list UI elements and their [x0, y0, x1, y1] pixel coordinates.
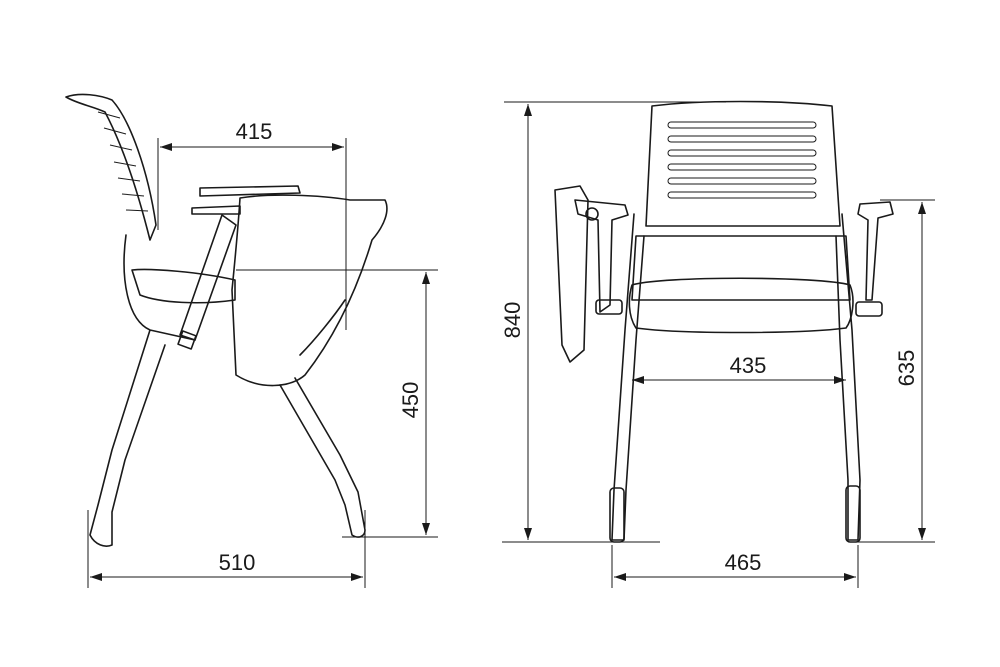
side-front-leg	[179, 214, 237, 341]
side-front-foot	[279, 377, 366, 538]
front-right-armrest	[857, 201, 894, 301]
side-desk-tablet	[231, 194, 388, 387]
dim-side-seat-height: 450	[398, 382, 423, 419]
dim-side-seat-to-desk: 415	[236, 119, 273, 144]
front-right-leg	[835, 213, 861, 541]
front-desk-hinge	[585, 207, 599, 221]
dim-side-depth: 510	[219, 550, 256, 575]
dim-front-armrest-height: 635	[894, 350, 919, 387]
front-backrest	[645, 100, 841, 227]
side-joint	[177, 330, 197, 350]
dim-front-seat-width: 435	[730, 353, 767, 378]
front-backrest-slats	[667, 121, 817, 199]
side-armrest	[191, 185, 301, 215]
side-backrest-slats	[97, 111, 149, 212]
front-right-bracket	[855, 301, 883, 317]
side-view: 415 450 510	[65, 93, 438, 588]
front-seat	[631, 235, 851, 301]
front-left-leg	[611, 213, 645, 541]
front-desk-bracket	[574, 199, 629, 313]
side-seat	[131, 268, 236, 304]
front-seat-cushion	[628, 277, 854, 334]
front-view: 840 435 635 465	[500, 100, 935, 588]
front-folded-desk	[554, 185, 589, 363]
side-desk-edge	[299, 299, 346, 356]
front-left-bracket	[595, 299, 623, 315]
dim-front-total-height: 840	[500, 302, 525, 339]
side-rear-leg	[89, 234, 196, 547]
side-backrest	[65, 93, 157, 241]
dim-front-total-width: 465	[725, 550, 762, 575]
